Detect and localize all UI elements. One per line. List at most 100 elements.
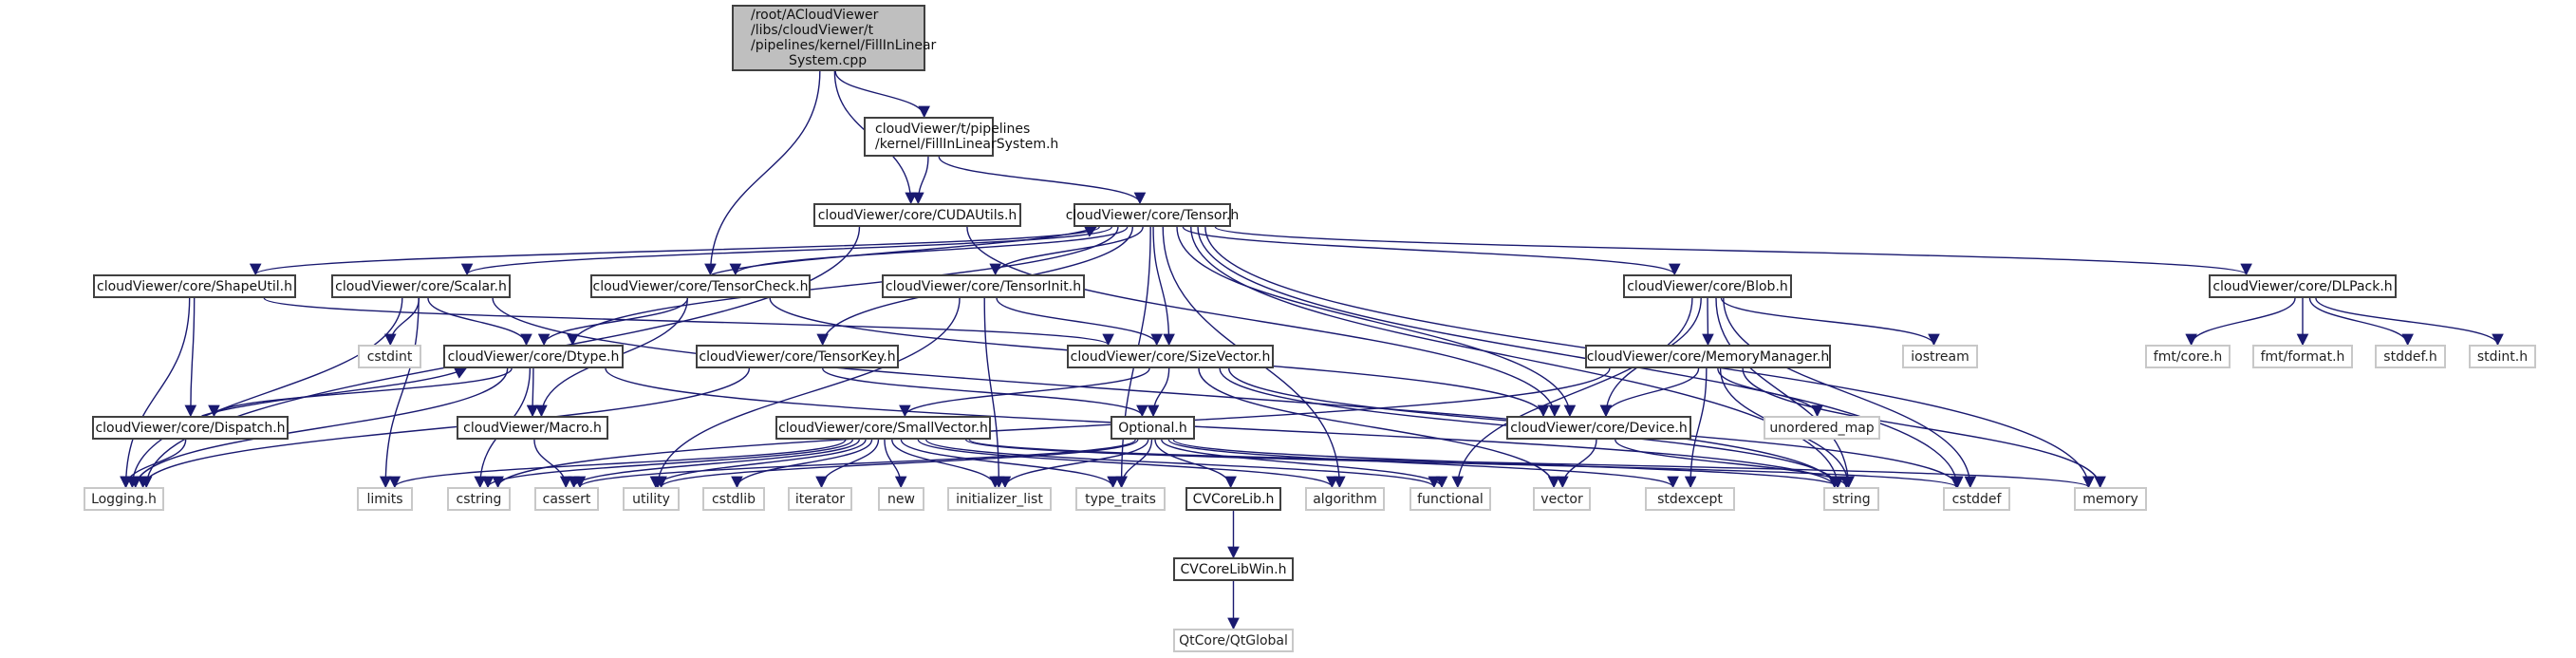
node-label: unordered_map (1769, 420, 1875, 436)
node-label: utility (632, 491, 670, 507)
edge-tensorkey-to-optional (822, 367, 1148, 418)
node-dispatch[interactable]: cloudViewer/core/Dispatch.h (92, 416, 289, 440)
node-smallvector[interactable]: cloudViewer/core/SmallVector.h (775, 416, 991, 440)
node-label: CVCoreLib.h (1192, 491, 1275, 507)
edge-dlpack-to-fmtcore (2185, 297, 2296, 347)
node-shapeutil[interactable]: cloudViewer/core/ShapeUtil.h (93, 274, 296, 298)
node-scalar[interactable]: cloudViewer/core/Scalar.h (331, 274, 511, 298)
node-label: stdint.h (2476, 348, 2529, 365)
edge-optional-to-cassert (573, 439, 1136, 489)
node-optional[interactable]: Optional.h (1111, 416, 1195, 440)
edge-tensor-to-cstddef (1197, 226, 1964, 489)
node-label: QtCore/QtGlobal (1179, 632, 1288, 649)
node-blob[interactable]: cloudViewer/core/Blob.h (1623, 274, 1792, 298)
edge-memmgr-to-memory (1742, 367, 2106, 489)
edge-device-to-string (1615, 439, 1853, 489)
node-cvcorelib[interactable]: CVCoreLib.h (1185, 487, 1281, 511)
node-device[interactable]: cloudViewer/core/Device.h (1506, 416, 1691, 440)
edge-blob-to-cstddef (1723, 297, 1977, 489)
edge-tensorkey-to-logging (137, 367, 751, 489)
node-label: fmt/format.h (2260, 348, 2345, 365)
edge-dtype-to-dispatch (208, 367, 513, 418)
edge-tensor-to-dtype (567, 226, 1119, 347)
edge-smallvector-to-cstring (481, 439, 853, 489)
node-cassert: cassert (534, 487, 599, 511)
node-label: iostream (1911, 348, 1969, 365)
node-label: cloudViewer/core/Tensor.h (1065, 207, 1240, 223)
node-fils-h[interactable]: cloudViewer/t/pipelines /kernel/FillInLi… (864, 117, 1058, 157)
edge-smallvector-to-cassert (568, 439, 860, 489)
node-functional: functional (1409, 487, 1491, 511)
node-dlpack[interactable]: cloudViewer/core/DLPack.h (2209, 274, 2397, 298)
node-cstdlib: cstdlib (702, 487, 765, 511)
node-cvcorelibwin[interactable]: CVCoreLibWin.h (1173, 557, 1294, 581)
node-label: cstddef (1951, 491, 2002, 507)
edge-sizevector-to-smallvector (899, 367, 1150, 418)
node-sizevector[interactable]: cloudViewer/core/SizeVector.h (1067, 345, 1274, 368)
edge-dlpack-to-stddef-h (2308, 297, 2414, 347)
edge-cuda-to-device (966, 226, 1561, 418)
node-label: fmt/core.h (2153, 348, 2223, 365)
edge-shapeutil-to-dispatch (184, 297, 197, 418)
edge-smallvector-to-algorithm (917, 439, 1338, 489)
node-label: functional (1417, 491, 1484, 507)
node-macro[interactable]: cloudViewer/Macro.h (457, 416, 608, 440)
node-dtype[interactable]: cloudViewer/core/Dtype.h (443, 345, 624, 368)
node-root[interactable]: /root/ACloudViewer /libs/cloudViewer/t /… (732, 5, 936, 71)
edge-smallvector-to-type-traits (900, 439, 1119, 489)
node-tensorkey[interactable]: cloudViewer/core/TensorKey.h (696, 345, 899, 368)
node-label: cloudViewer/core/Dtype.h (447, 348, 620, 365)
edge-tensorcheck-to-dtype (537, 297, 689, 347)
edge-root-to-fils-h (834, 70, 930, 119)
node-fmtcore: fmt/core.h (2145, 345, 2231, 368)
node-memmgr[interactable]: cloudViewer/core/MemoryManager.h (1585, 345, 1831, 368)
node-tensorinit[interactable]: cloudViewer/core/TensorInit.h (882, 274, 1085, 298)
node-cuda[interactable]: cloudViewer/core/CUDAUtils.h (813, 203, 1021, 227)
node-memory: memory (2074, 487, 2147, 511)
edge-memmgr-to-cstring (492, 367, 1611, 489)
node-tensor[interactable]: cloudViewer/core/Tensor.h (1066, 203, 1239, 227)
node-label: initializer_list (956, 491, 1043, 507)
edge-dtype-to-logging (129, 367, 509, 489)
edge-scalar-to-logging (126, 297, 403, 489)
node-qtglobal: QtCore/QtGlobal (1173, 629, 1294, 652)
edge-dtype-to-string (605, 367, 1840, 489)
node-label: cloudViewer/core/Scalar.h (335, 278, 507, 294)
edge-device-to-vector (1557, 439, 1597, 489)
edge-scalar-to-string (492, 297, 1840, 489)
node-label: cstdlib (711, 491, 756, 507)
edge-memmgr-to-device (1599, 367, 1700, 418)
edge-optional-to-cvcorelib (1154, 439, 1237, 489)
node-cstddef: cstddef (1943, 487, 2010, 511)
node-initializer-list: initializer_list (947, 487, 1052, 511)
edge-dlpack-to-stdint-h (2315, 297, 2504, 347)
node-stdexcept: stdexcept (1645, 487, 1735, 511)
node-label: cloudViewer/core/Dispatch.h (95, 420, 286, 436)
edge-smallvector-to-cstddef (964, 439, 1963, 489)
edge-tensorinit-to-utility (651, 297, 961, 489)
node-label: string (1832, 491, 1871, 507)
edge-tensor-to-scalar (461, 226, 1113, 276)
node-string: string (1823, 487, 1879, 511)
node-label: cloudViewer/core/SmallVector.h (778, 420, 988, 436)
edge-smallvector-to-limits (388, 439, 847, 489)
edge-optional-to-type-traits (1115, 439, 1153, 489)
edge-tensor-to-shapeutil (250, 226, 1100, 276)
edge-memmgr-to-stdexcept (1684, 367, 1708, 489)
node-label: memory (2082, 491, 2138, 507)
edge-dispatch-to-logging (120, 439, 187, 489)
node-stddef-h: stddef.h (2375, 345, 2446, 368)
edge-blob-to-iostream (1720, 297, 1940, 347)
edge-tensor-to-blob (1182, 226, 1681, 276)
node-label: type_traits (1085, 491, 1156, 507)
node-tensorcheck[interactable]: cloudViewer/core/TensorCheck.h (590, 274, 811, 298)
node-stdint-h: stdint.h (2469, 345, 2536, 368)
node-new: new (878, 487, 924, 511)
node-label: cloudViewer/core/DLPack.h (2212, 278, 2393, 294)
node-label: cloudViewer/core/TensorCheck.h (592, 278, 809, 294)
node-label: iterator (794, 491, 846, 507)
edge-optional-to-stdexcept (1167, 439, 1679, 489)
edge-smallvector-to-functional (925, 439, 1440, 489)
node-utility: utility (623, 487, 680, 511)
